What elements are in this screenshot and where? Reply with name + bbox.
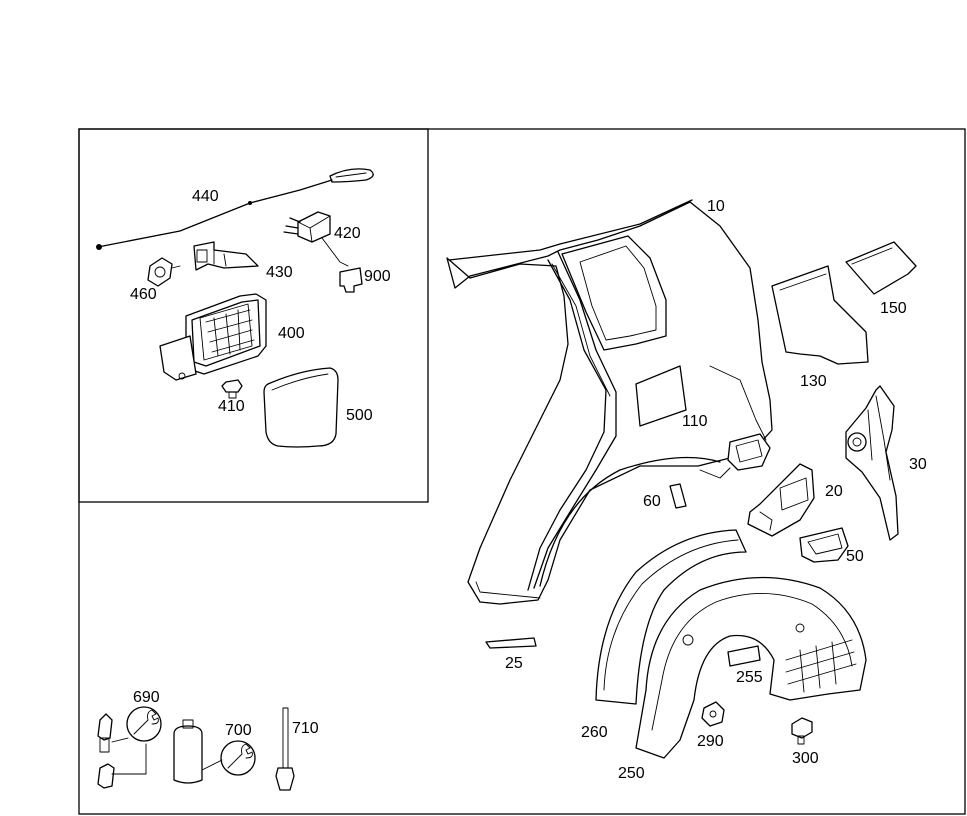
label-440: 440 — [192, 188, 219, 205]
part-130-panel — [771, 265, 869, 365]
label-290: 290 — [697, 733, 724, 750]
label-430: 430 — [266, 264, 293, 281]
label-50: 50 — [846, 548, 864, 565]
label-500: 500 — [346, 407, 373, 424]
label-900: 900 — [364, 268, 391, 285]
label-250: 250 — [618, 765, 645, 782]
label-710: 710 — [292, 720, 319, 737]
part-700-sealant-can — [173, 719, 223, 784]
label-700: 700 — [225, 722, 252, 739]
part-440-release-cable — [96, 168, 374, 250]
part-250-wheelhouse-liner — [635, 576, 867, 759]
label-460: 460 — [130, 286, 157, 303]
label-110: 110 — [682, 413, 708, 430]
label-400: 400 — [278, 325, 305, 342]
part-420-actuator — [283, 211, 349, 267]
label-410: 410 — [218, 398, 245, 415]
part-60-pad — [669, 483, 687, 509]
part-25-strip — [485, 637, 537, 649]
label-10: 10 — [707, 198, 725, 215]
part-430-bracket — [193, 241, 259, 271]
label-300: 300 — [792, 750, 819, 767]
part-30-bracket — [845, 385, 899, 541]
fuel-filler-inset-frame — [78, 128, 429, 503]
label-25: 25 — [505, 655, 523, 672]
label-130: 130 — [800, 373, 827, 390]
part-500-fuel-flap — [263, 367, 339, 448]
part-50-seal — [799, 527, 849, 563]
part-10-quarter-panel — [446, 199, 773, 605]
wrench-symbol-700 — [220, 740, 256, 776]
part-690-screws — [97, 713, 147, 789]
part-460-clip — [147, 257, 181, 287]
wrench-symbol-690 — [126, 706, 162, 742]
label-30: 30 — [909, 456, 927, 473]
label-60: 60 — [643, 493, 661, 510]
label-150: 150 — [880, 300, 907, 317]
label-260: 260 — [581, 724, 608, 741]
label-20: 20 — [825, 483, 843, 500]
part-150-panel — [845, 241, 917, 295]
label-690: 690 — [133, 689, 160, 706]
part-300-clip — [791, 717, 813, 745]
part-260-arch-trim — [595, 529, 747, 705]
part-20-bracket — [747, 463, 815, 537]
part-255-pad — [727, 645, 761, 667]
part-410-bump-stop — [221, 379, 243, 399]
part-290-nut — [701, 701, 725, 727]
part-900-pad — [339, 267, 363, 293]
label-420: 420 — [334, 225, 361, 242]
part-400-filler-housing — [159, 293, 267, 381]
part-710-rivet — [275, 707, 295, 791]
label-255: 255 — [736, 669, 763, 686]
